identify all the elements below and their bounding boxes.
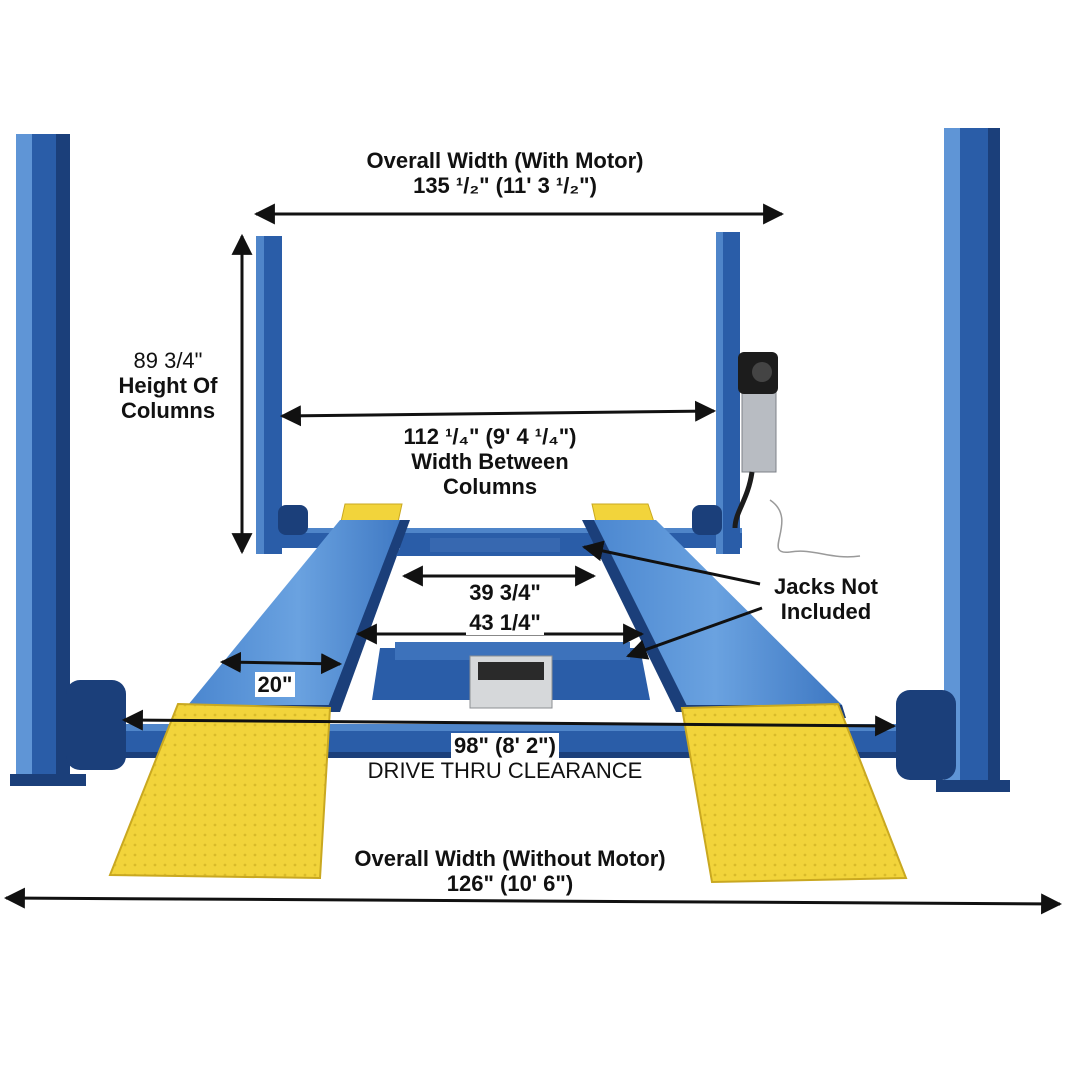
right-approach-ramp (680, 702, 908, 884)
back-left-column (256, 236, 308, 554)
jack-rails (372, 538, 650, 709)
overall-without-motor-arrow (3, 887, 1063, 915)
overall-without-motor-value: 126" (10' 6") (446, 871, 574, 896)
power-unit-motor (732, 352, 861, 558)
runway-width-value: 20" (254, 672, 296, 697)
runway-width-label: 20" (240, 672, 310, 697)
overall-with-motor-label: Overall Width (With Motor) 135 ¹/₂" (11'… (330, 148, 680, 198)
between-columns-title-1: Width Between (411, 449, 569, 474)
overall-with-motor-title: Overall Width (With Motor) (366, 148, 644, 173)
overall-with-motor-value: 135 ¹/₂" (11' 3 ¹/₂") (413, 173, 597, 198)
inner-a-value: 39 3/4" (466, 580, 544, 605)
inner-b-value: 43 1/4" (466, 610, 544, 635)
front-right-column (896, 128, 1010, 792)
jacks-line-2: Included (780, 599, 872, 624)
column-height-title-1: Height Of (118, 373, 218, 398)
rear-stop-left (340, 503, 403, 523)
runway-width-arrow (219, 651, 343, 675)
left-approach-ramp (108, 702, 332, 880)
between-columns-value: 112 ¹/₄" (9' 4 ¹/₄") (403, 424, 577, 449)
jack-pointer-upper (581, 540, 761, 586)
between-columns-title-2: Columns (442, 474, 538, 499)
between-columns-label: 112 ¹/₄" (9' 4 ¹/₄") Width Between Colum… (350, 424, 630, 499)
between-columns-arrow (279, 400, 717, 427)
inner-a-label: 39 3/4" (440, 580, 570, 605)
drive-thru-label: 98" (8' 2") DRIVE THRU CLEARANCE (330, 733, 680, 783)
column-height-title-2: Columns (120, 398, 216, 423)
drive-thru-value: 98" (8' 2") (451, 733, 559, 758)
drive-thru-title: DRIVE THRU CLEARANCE (364, 758, 646, 783)
column-height-label: 89 3/4" Height Of Columns (108, 348, 228, 423)
overall-without-motor-title: Overall Width (Without Motor) (354, 846, 666, 871)
front-left-column (10, 134, 126, 786)
jacks-line-1: Jacks Not (774, 574, 878, 599)
column-height-value: 89 3/4" (133, 348, 203, 373)
inner-b-label: 43 1/4" (440, 610, 570, 635)
jack-pointer-lower (626, 606, 763, 660)
overall-without-motor-label: Overall Width (Without Motor) 126" (10' … (310, 846, 710, 896)
jacks-label: Jacks Not Included (756, 574, 896, 624)
back-right-column (692, 232, 740, 554)
rear-stop-right (591, 503, 655, 523)
drive-thru-arrow (121, 709, 897, 737)
